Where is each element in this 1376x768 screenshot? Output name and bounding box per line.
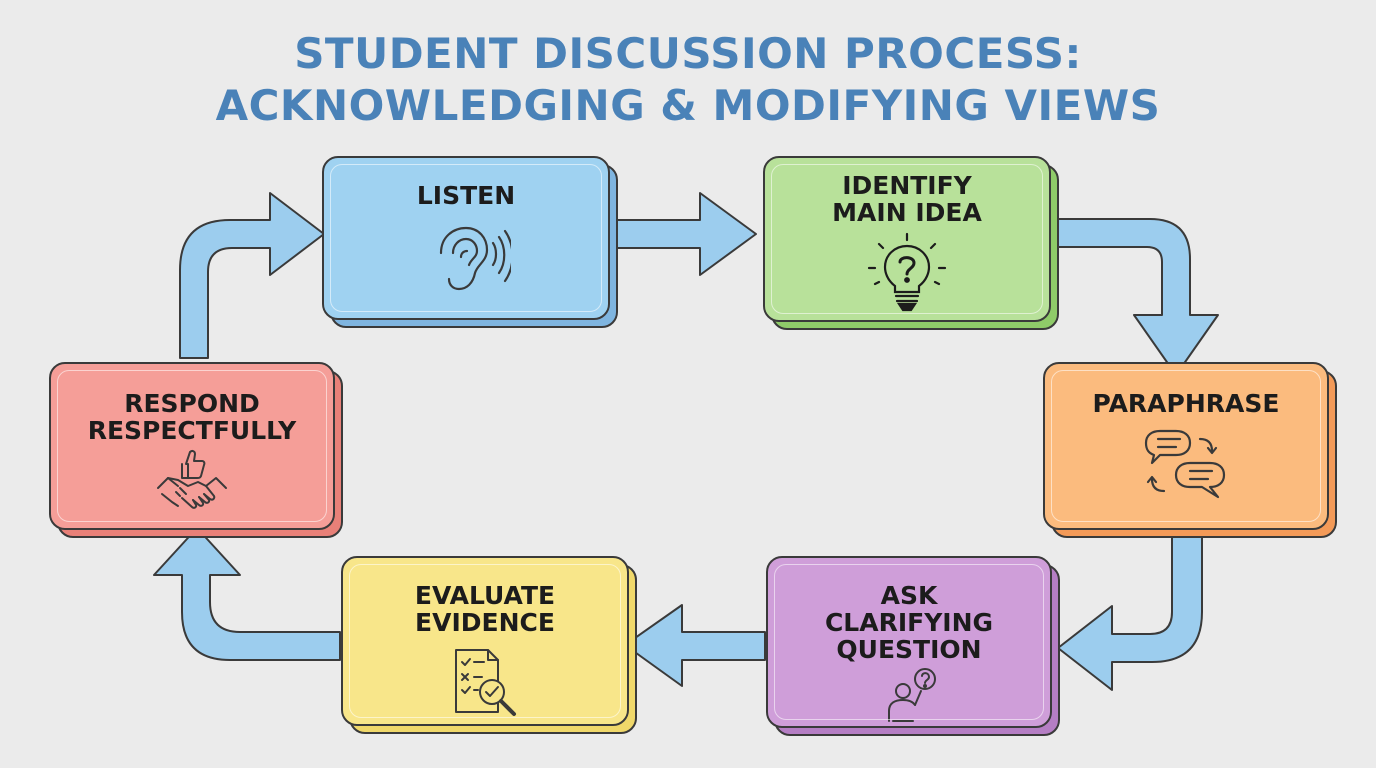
step-ask-label: ASK CLARIFYING QUESTION — [825, 582, 993, 663]
page-title: STUDENT DISCUSSION PROCESS: ACKNOWLEDGIN… — [0, 28, 1376, 132]
person-question-icon — [879, 667, 939, 725]
ear-icon — [421, 223, 511, 293]
step-respond: RESPOND RESPECTFULLY — [49, 362, 343, 538]
title-line-2: ACKNOWLEDGING & MODIFYING VIEWS — [215, 81, 1161, 130]
step-ask: ASK CLARIFYING QUESTION — [766, 556, 1060, 736]
step-ask-card: ASK CLARIFYING QUESTION — [766, 556, 1052, 728]
handshake-thumbsup-icon — [154, 448, 230, 518]
step-identify-label-line-2: MAIN IDEA — [832, 198, 982, 227]
step-evaluate: EVALUATE EVIDENCE — [341, 556, 637, 734]
lightbulb-question-icon — [865, 232, 949, 316]
step-listen-card: LISTEN — [322, 156, 610, 320]
title-line-1: STUDENT DISCUSSION PROCESS: — [294, 29, 1082, 78]
step-listen: LISTEN — [322, 156, 618, 328]
step-paraphrase-card: PARAPHRASE — [1043, 362, 1329, 530]
step-identify: IDENTIFY MAIN IDEA — [763, 156, 1059, 330]
step-evaluate-card: EVALUATE EVIDENCE — [341, 556, 629, 726]
arrow-evaluate-to-respond — [153, 527, 341, 661]
step-listen-label-line-1: LISTEN — [416, 181, 516, 210]
arrow-respond-to-listen — [179, 192, 325, 359]
step-listen-label: LISTEN — [417, 182, 515, 209]
step-respond-label-line-1: RESPOND — [124, 389, 260, 418]
arrow-identify-to-paraphrase — [1057, 218, 1219, 376]
arrow-ask-to-evaluate — [624, 604, 766, 687]
step-evaluate-label-line-1: EVALUATE — [414, 581, 556, 610]
step-paraphrase-label: PARAPHRASE — [1093, 390, 1280, 417]
step-paraphrase-label-line-1: PARAPHRASE — [1092, 389, 1280, 418]
document-magnifier-icon — [448, 646, 522, 720]
step-respond-card: RESPOND RESPECTFULLY — [49, 362, 335, 530]
step-ask-label-line-2: CLARIFYING — [824, 608, 994, 637]
step-paraphrase: PARAPHRASE — [1043, 362, 1337, 538]
step-identify-card: IDENTIFY MAIN IDEA — [763, 156, 1051, 322]
speech-bubbles-icon — [1136, 427, 1236, 511]
step-respond-label: RESPOND RESPECTFULLY — [88, 390, 297, 444]
step-evaluate-label: EVALUATE EVIDENCE — [415, 582, 555, 636]
step-evaluate-label-line-2: EVIDENCE — [415, 608, 555, 637]
step-identify-label-line-1: IDENTIFY — [842, 171, 972, 200]
arrow-paraphrase-to-ask — [1057, 533, 1203, 691]
step-identify-label: IDENTIFY MAIN IDEA — [832, 172, 982, 226]
step-ask-label-line-3: QUESTION — [836, 635, 982, 664]
step-ask-label-line-1: ASK — [880, 581, 938, 610]
step-respond-label-line-2: RESPECTFULLY — [87, 416, 297, 445]
arrow-listen-to-identify — [611, 192, 757, 276]
